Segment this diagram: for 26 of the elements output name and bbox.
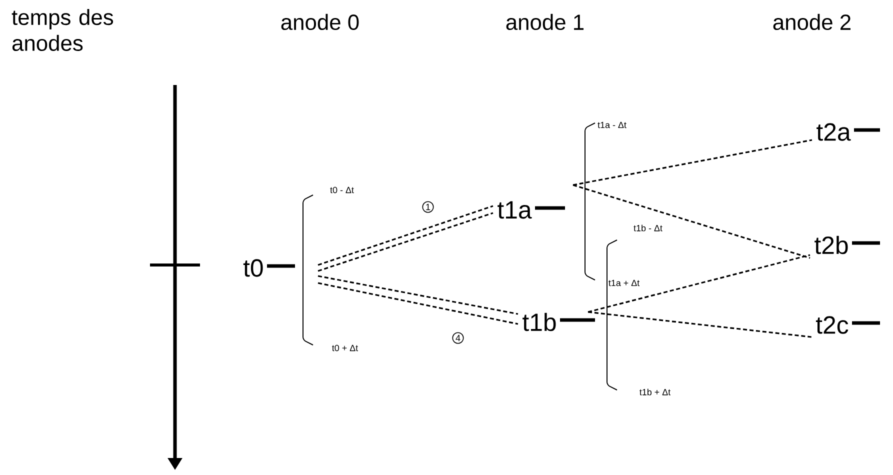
time-label: t1b — [522, 312, 595, 332]
circled-number: 4 — [452, 332, 464, 344]
column-heading: temps des anodes — [12, 8, 114, 51]
interval-label: t1b + Δt — [638, 388, 672, 396]
column-heading: anode 0 — [281, 14, 359, 30]
time-label: t2b — [814, 236, 880, 254]
time-label: t0 — [243, 259, 295, 277]
dashed-line — [572, 184, 810, 259]
interval-label: t1a + Δt — [608, 279, 640, 287]
circled-number: 1 — [422, 201, 434, 213]
dashed-line — [588, 254, 810, 313]
dashed-line — [318, 275, 518, 315]
dashed-line — [318, 282, 518, 325]
time-label: t2c — [816, 316, 880, 334]
column-heading: anode 1 — [506, 14, 584, 30]
time-label: t1a — [498, 201, 565, 219]
interval-label: t0 + Δt — [331, 344, 359, 352]
column-heading: anode 2 — [773, 14, 850, 30]
interval-label: t1a - Δt — [597, 121, 627, 129]
time-label: t2a — [816, 123, 880, 141]
dashed-line — [572, 139, 812, 186]
dashed-line — [588, 311, 812, 338]
dashed-line — [318, 212, 494, 272]
interval-label: t1b - Δt — [633, 224, 663, 232]
dashed-line — [318, 205, 494, 266]
interval-label: t0 - Δt — [330, 186, 354, 194]
